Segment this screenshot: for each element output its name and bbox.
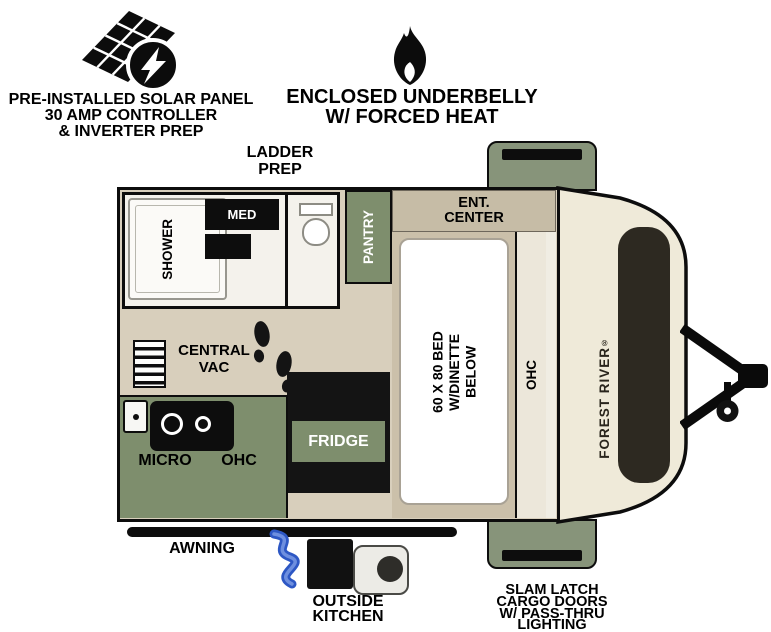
shower-label: SHOWER xyxy=(159,218,175,280)
solar-callout-line: & INVERTER PREP xyxy=(58,122,204,140)
bed-label-line: 60 X 80 BED xyxy=(429,330,446,413)
pantry-cabinet: PANTRY xyxy=(345,190,392,284)
water-heater-burner-icon xyxy=(377,556,403,582)
outside-kitchen-line: OUTSIDE xyxy=(312,593,384,610)
toilet-bowl xyxy=(302,218,330,246)
fridge: FRIDGE xyxy=(287,372,390,493)
central-vac-line: CENTRAL xyxy=(178,342,250,359)
slam-latch-handle-icon xyxy=(502,149,582,160)
toilet-icon xyxy=(297,203,335,263)
underbelly-callout: ENCLOSED UNDERBELLY W/ FORCED HEAT xyxy=(270,86,554,128)
outside-kitchen-line: KITCHEN xyxy=(312,608,384,625)
cargo-callout-line: CARGO DOORS xyxy=(496,593,608,610)
ladder-callout-line: LADDER xyxy=(246,144,314,161)
ohc-bed-label: OHC xyxy=(524,360,539,390)
bed-label: 60 X 80 BED W/DINETTE BELOW xyxy=(429,331,479,413)
pass-thru-door-bottom xyxy=(487,519,597,569)
awning-bar xyxy=(127,527,457,537)
kitchen-counter: MICRO OHC xyxy=(120,395,288,518)
bed: 60 X 80 BED W/DINETTE BELOW xyxy=(399,238,509,505)
registered-mark: ® xyxy=(599,336,609,347)
footprints-icon xyxy=(253,321,293,393)
entertainment-center: ENT. CENTER xyxy=(392,190,556,232)
solar-callout: PRE-INSTALLED SOLAR PANEL 30 AMP CONTROL… xyxy=(0,92,262,139)
cargo-callout-line: LIGHTING xyxy=(517,617,587,632)
brand-label-wrap: FOREST RIVER® xyxy=(592,320,616,475)
ent-center-line: CENTER xyxy=(444,210,504,226)
outside-kitchen-callout: OUTSIDE KITCHEN xyxy=(292,593,404,625)
brand-name: FOREST RIVER xyxy=(596,346,612,459)
burner-icon xyxy=(195,416,211,432)
cargo-doors-callout: SLAM LATCH CARGO DOORS W/ PASS-THRU LIGH… xyxy=(452,582,652,632)
burner-icon xyxy=(161,413,183,435)
ladder-prep-callout: LADDER PREP xyxy=(232,144,328,178)
sidewall-gap xyxy=(546,232,556,518)
fridge-label: FRIDGE xyxy=(292,421,385,462)
bathroom: SHOWER MED xyxy=(122,192,340,309)
medicine-cabinet: MED xyxy=(205,199,279,230)
outside-kitchen-hose-icon xyxy=(269,529,300,589)
trailer-front-cap xyxy=(556,185,688,525)
solar-callout-line: PRE-INSTALLED SOLAR PANEL xyxy=(8,91,254,108)
underbelly-callout-line: W/ FORCED HEAT xyxy=(325,105,499,128)
bed-platform: 60 X 80 BED W/DINETTE BELOW xyxy=(392,232,515,518)
ent-center-line: ENT. xyxy=(458,195,490,211)
brand-label: FOREST RIVER® xyxy=(597,337,612,459)
bathroom-wall-divider xyxy=(285,195,288,306)
shower-label-wrap: SHOWER xyxy=(155,199,179,299)
solar-callout-line: 30 AMP CONTROLLER xyxy=(44,106,218,124)
awning-label: AWNING xyxy=(169,540,235,557)
toilet-tank xyxy=(299,203,333,216)
ladder-callout-line: PREP xyxy=(258,161,302,178)
microwave-label: MICRO xyxy=(138,452,192,469)
slam-latch-handle-icon xyxy=(502,550,582,561)
med-label: MED xyxy=(227,207,257,222)
pantry-label: PANTRY xyxy=(361,210,376,264)
bath-vanity xyxy=(205,234,251,259)
central-vac-label: CENTRAL VAC xyxy=(166,342,262,376)
cargo-callout-line: SLAM LATCH xyxy=(505,582,599,598)
cargo-callout-line: W/ PASS-THRU xyxy=(499,605,605,622)
pass-thru-door-top xyxy=(487,141,597,191)
water-heater-icon xyxy=(353,545,409,595)
sink-icon xyxy=(123,400,148,433)
central-vac-line: VAC xyxy=(198,358,230,376)
front-window xyxy=(618,227,670,483)
central-vac-vent-icon xyxy=(133,340,166,388)
floorplan-body: SHOWER MED PANTRY ENT. CENTER 60 X 80 BE… xyxy=(117,187,560,522)
ohc-kitchen-label: OHC xyxy=(221,452,257,469)
solar-panel-icon xyxy=(82,11,180,92)
outside-kitchen-box-icon xyxy=(307,539,353,589)
cooktop-icon xyxy=(150,401,234,451)
overhead-cabinet-bed: OHC xyxy=(515,232,546,518)
trailer-tongue-hitch-icon xyxy=(680,323,768,431)
heat-flame-icon xyxy=(393,26,427,85)
bed-label-line: BELOW xyxy=(462,345,479,398)
underbelly-callout-line: ENCLOSED UNDERBELLY xyxy=(286,86,538,108)
bed-label-line: W/DINETTE xyxy=(445,333,462,410)
